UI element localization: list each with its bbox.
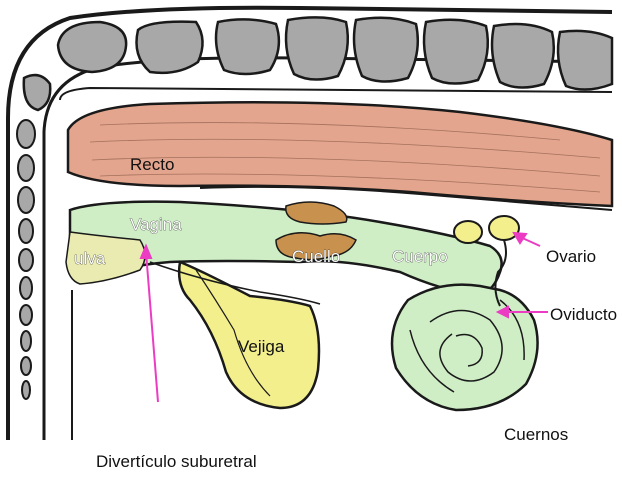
sacral-band bbox=[60, 88, 612, 100]
label-vagina: Vagina bbox=[130, 215, 182, 234]
label-oviducto: Oviducto bbox=[550, 305, 617, 324]
diverticulum-pointer bbox=[146, 252, 158, 402]
label-vulva: ulva bbox=[74, 249, 106, 268]
label-cuerpo: Cuerpo bbox=[392, 247, 448, 266]
uterine-horns bbox=[392, 285, 538, 410]
ovary-right bbox=[489, 216, 519, 240]
vertebrae bbox=[24, 17, 612, 110]
label-vejiga: Vejiga bbox=[238, 337, 285, 356]
bladder bbox=[179, 262, 319, 408]
ovary-arrowhead bbox=[514, 233, 526, 243]
tail-vertebrae bbox=[17, 120, 35, 399]
label-ovario: Ovario bbox=[546, 247, 596, 266]
cervix-upper-fold bbox=[286, 202, 347, 224]
label-cuernos: Cuernos bbox=[504, 425, 568, 444]
ovary-left bbox=[454, 221, 482, 243]
label-cuello: Cuello bbox=[292, 247, 340, 266]
label-recto: Recto bbox=[130, 155, 174, 174]
caption-diverticulum: Divertículo suburetral bbox=[96, 452, 257, 472]
